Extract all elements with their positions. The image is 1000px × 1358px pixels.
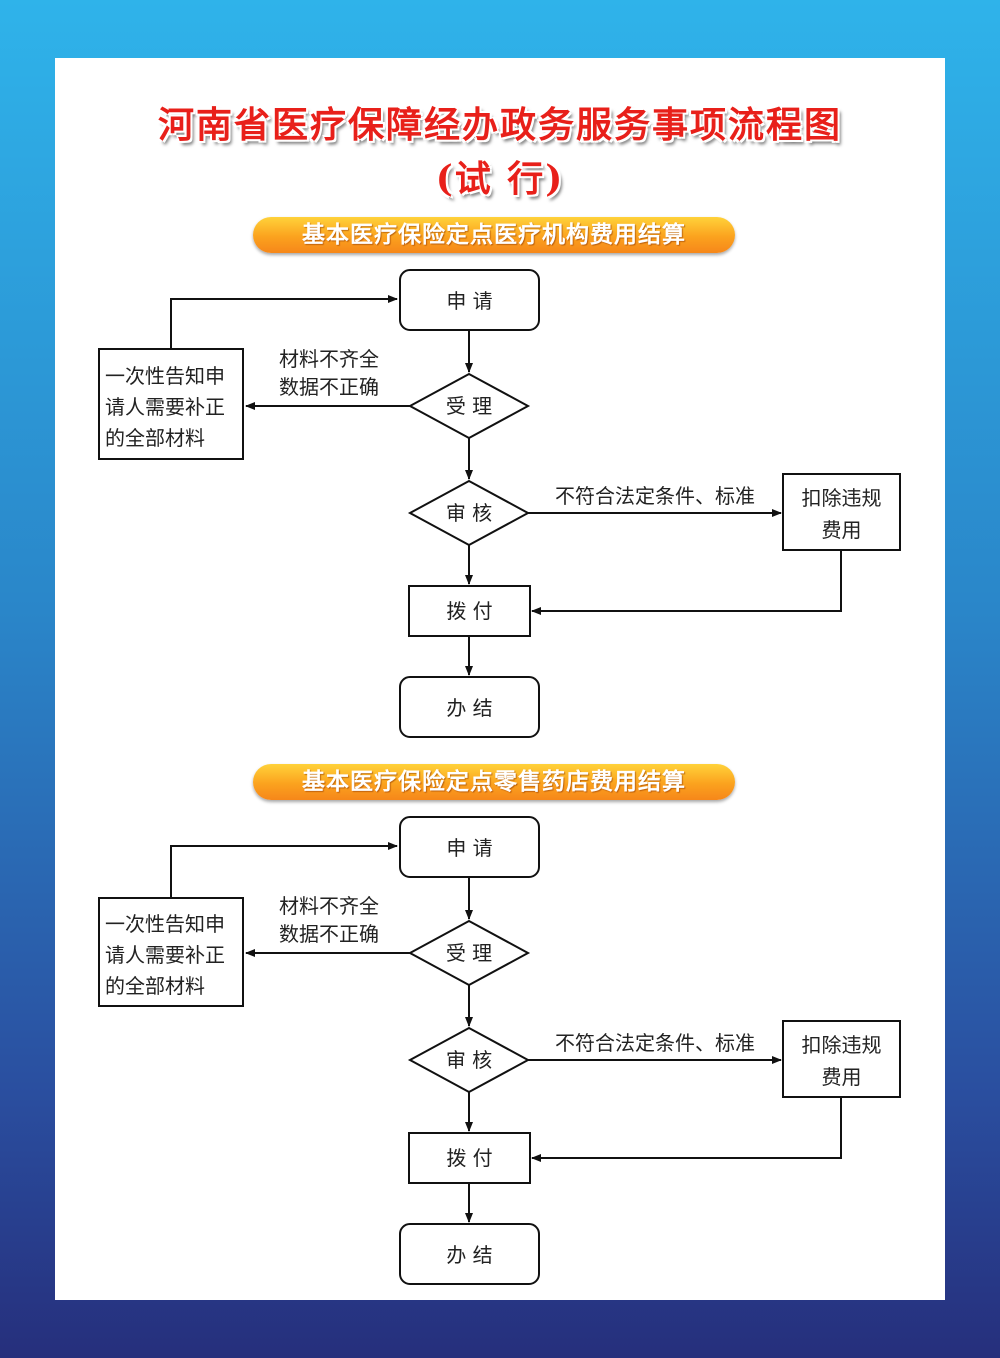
notify-line-1: 一次性告知申 [105,912,225,936]
section-heading-2: 基本医疗保险定点零售药店费用结算 [253,764,735,800]
apply-label: 申 请 [446,836,492,860]
apply-label: 申 请 [446,289,492,313]
noncompliant-label: 不符合法定条件、标准 [555,484,755,508]
pay-label: 拨 付 [446,1146,492,1170]
edge-notify-apply [170,842,398,898]
review-label: 审 核 [446,1048,492,1072]
notify-line-2: 请人需要补正 [105,943,225,967]
finish-node [399,1223,540,1285]
section-heading-1: 基本医疗保险定点医疗机构费用结算 [253,217,735,253]
edge-notify-apply [170,295,398,349]
notify-line-3: 的全部材料 [105,426,205,450]
notify-node [98,897,244,1007]
finish-node [399,676,540,738]
main-title: 河南省医疗保障经办政务服务事项流程图 [157,104,842,146]
sub-title: (试 行) [435,158,565,200]
deduct-line-1: 扣除违规 [802,486,882,510]
edge-deduct-pay [531,1097,842,1162]
deduct-node [782,473,901,551]
deduct-line-2: 费用 [822,1065,862,1089]
reject-reason-1: 材料不齐全 [279,894,379,918]
reject-reason-2: 数据不正确 [279,922,379,946]
finish-label: 办 结 [446,696,492,720]
notify-line-2: 请人需要补正 [105,395,225,419]
notify-line-1: 一次性告知申 [105,364,225,388]
flowchart-2: 申 请 受 理 审 核 拨 付 办 结 材料不齐全 数据不正确 一次性告知申 请… [98,816,901,1285]
deduct-line-1: 扣除违规 [802,1033,882,1057]
review-label: 审 核 [446,501,492,525]
finish-label: 办 结 [446,1243,492,1267]
flowchart-1: 申 请 受 理 审 核 拨 付 办 结 材料不齐全 数据不正确 一次性告知申 请… [98,269,901,738]
deduct-node [782,1020,901,1098]
reject-reason-1: 材料不齐全 [279,347,379,371]
edge-deduct-pay [531,550,842,615]
noncompliant-label: 不符合法定条件、标准 [555,1031,755,1055]
reject-reason-2: 数据不正确 [279,375,379,399]
accept-label: 受 理 [446,394,492,418]
deduct-line-2: 费用 [822,518,862,542]
accept-label: 受 理 [446,941,492,965]
pay-node [408,1132,531,1184]
notify-line-3: 的全部材料 [105,974,205,998]
pay-label: 拨 付 [446,599,492,623]
